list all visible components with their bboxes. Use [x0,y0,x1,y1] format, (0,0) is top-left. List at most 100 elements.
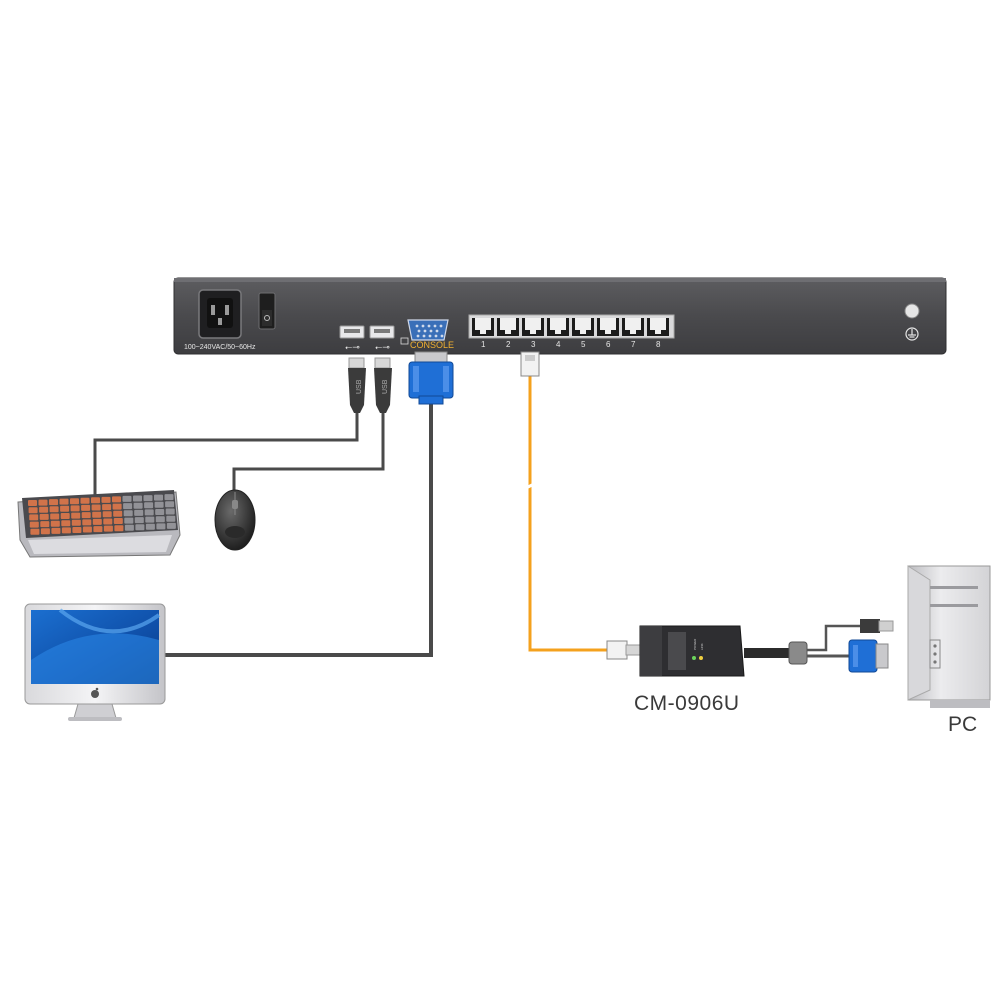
adapter-usb-plug [860,619,894,633]
adapter-vga-plug [848,639,889,673]
keyboard-key [38,499,48,506]
keyboard-key [81,512,91,519]
port-number-label: 4 [556,340,561,349]
vga-plug [408,351,454,405]
svg-text:USB: USB [356,379,363,394]
keyboard-key [93,526,103,533]
usb-port-1[interactable] [339,325,365,339]
rj45-port-group [472,318,669,336]
keyboard-cable [93,412,359,495]
ground-icon [905,327,919,341]
ferrite-bead [788,641,808,665]
chassis-screw [904,303,920,319]
rj45-port-4[interactable] [547,318,569,336]
keyboard-icon [17,490,181,558]
usb-plug-keyboard: USB [348,357,366,413]
keyboard-key [50,520,60,527]
cat-cable [528,375,612,652]
keyboard-key [124,524,134,531]
keyboard-key [134,509,144,516]
usb-symbol-icon: ⭠⊸ [345,343,360,353]
adapter-usb-lead [807,624,862,652]
rj45-port-2[interactable] [497,318,519,336]
keyboard-key [71,512,81,519]
rj45-port-8[interactable] [647,318,669,336]
link-led [699,656,703,660]
keyboard-keys [28,494,176,535]
port-number-label: 3 [531,340,536,349]
keyboard-key [30,528,40,535]
keyboard-key [51,527,61,534]
rj45-plug-top [520,351,540,377]
keyboard-key [91,504,101,511]
console-icon [400,337,409,345]
rj45-port-7[interactable] [622,318,644,336]
usb-symbol-icon: ⭠⊸ [375,343,390,353]
pc-tower-icon [907,565,991,708]
port-number-label: 1 [481,340,486,349]
keyboard-key [101,496,111,503]
usb-port-2[interactable] [369,325,395,339]
power-led [692,656,696,660]
keyboard-key [72,527,82,533]
keyboard-key [144,502,154,509]
adapter-cm-0906u: POWER LINK [606,619,894,677]
keyboard-key [122,495,132,502]
keyboard-key [103,518,113,525]
keyboard-key [28,507,38,514]
keyboard-key [60,505,70,512]
keyboard-key [80,497,90,504]
rj45-plug-adapter [606,640,641,660]
keyboard-key [166,522,176,529]
rj45-port-3[interactable] [522,318,544,336]
rj45-port-6[interactable] [597,318,619,336]
port-number-label: 5 [581,340,586,349]
keyboard-key [82,519,92,526]
keyboard-key [61,520,71,527]
keyboard-key [155,509,165,515]
keyboard-key [91,497,100,504]
keyboard-key [103,525,113,532]
adapter-led-label-power: POWER [693,638,697,650]
keyboard-key [29,521,39,528]
keyboard-key [135,524,145,531]
cable-break-mark [523,481,537,491]
keyboard-key [39,506,49,513]
keyboard-key [102,504,112,511]
port-number-label: 8 [656,340,661,349]
keyboard-key [133,502,143,509]
vga-port-icon[interactable] [407,319,449,341]
usb-plug-mouse: USB [374,357,392,413]
keyboard-key [49,499,58,506]
keyboard-key [50,513,60,520]
keyboard-key [134,517,144,524]
kvm-switch-unit: 100~240VAC/50~60Hz ⭠⊸ ⭠⊸ CON [173,277,947,355]
keyboard-key [154,501,164,508]
keyboard-key [28,500,37,506]
power-switch-icon[interactable] [258,292,276,330]
keyboard-key [59,498,69,505]
port-number-label: 6 [606,340,611,349]
keyboard-key [165,501,175,508]
keyboard-key [40,528,50,535]
keyboard-key [60,513,70,519]
keyboard-key [70,498,79,505]
adapter-led-label-link: LINK [700,643,704,650]
rj45-port-5[interactable] [572,318,594,336]
chassis-top-edge [174,278,946,282]
keyboard-key [123,503,133,510]
keyboard-key [102,511,112,518]
keyboard-key [145,516,155,523]
power-rating-text: 100~240VAC/50~60Hz [184,344,256,351]
keyboard-key [39,513,49,520]
rj45-port-1[interactable] [472,318,494,336]
keyboard-key [70,505,80,512]
keyboard-key [164,494,174,501]
pc-label: PC [948,713,977,736]
svg-text:USB: USB [382,379,389,394]
keyboard-key [156,523,166,530]
port-number-label: 7 [631,340,636,349]
keyboard-key [71,519,81,526]
